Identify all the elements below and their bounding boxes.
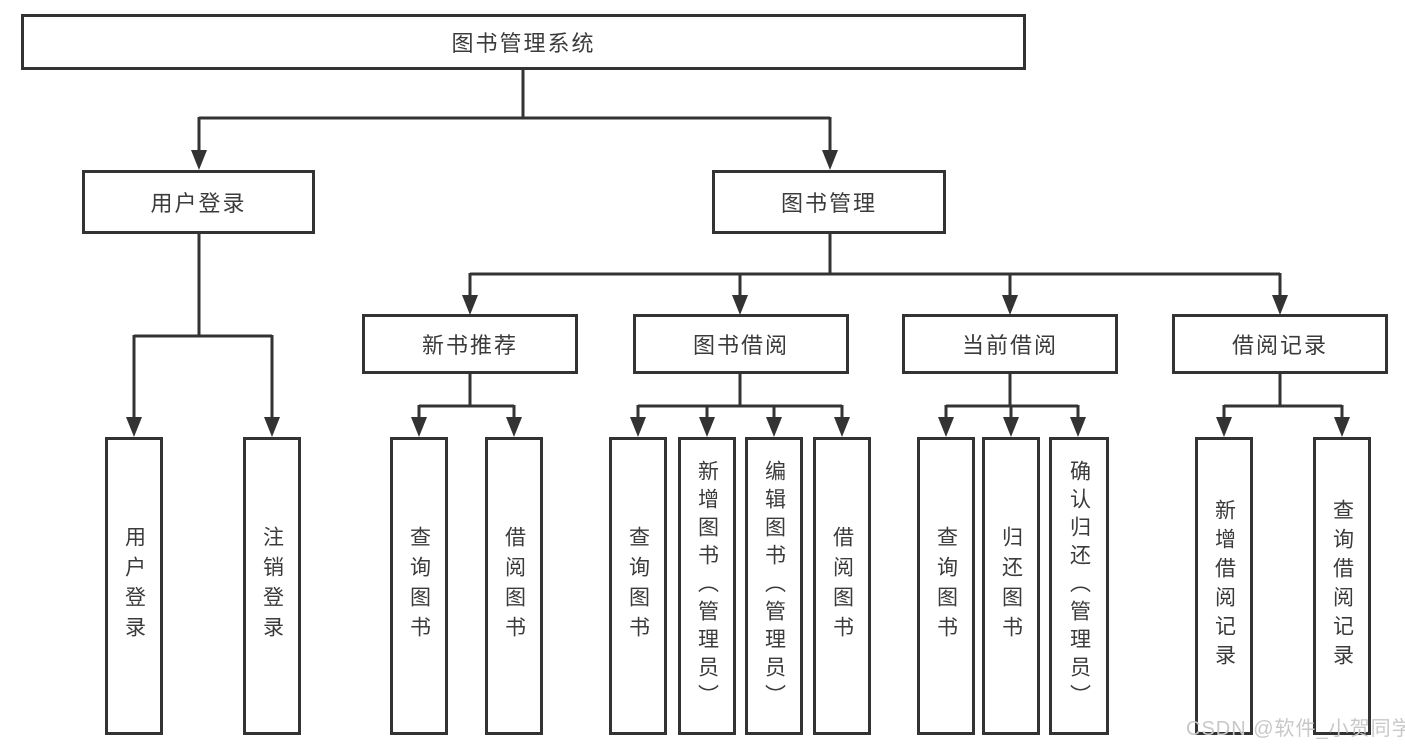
leaf-confirm-return-admin: 确认归还（管理员）: [1049, 437, 1109, 735]
leaf-label: 查询图书: [934, 526, 958, 646]
leaf-query-books: 查询图书: [917, 437, 975, 735]
leaf-label: 注销登录: [260, 526, 284, 646]
leaf-label: 新增借阅记录: [1212, 499, 1236, 673]
node-label: 图书借阅: [692, 333, 789, 358]
arrowheads: [126, 150, 1350, 437]
leaf-label: 借阅图书: [502, 526, 526, 646]
leaf-edit-books-admin: 编辑图书（管理员）: [745, 437, 803, 735]
node-label: 图书管理: [780, 191, 877, 216]
leaf-label: 查询图书: [626, 526, 650, 646]
node-label: 当前借阅: [961, 333, 1058, 358]
leaf-label: 归还图书: [999, 526, 1023, 646]
node-book-borrowing: 图书借阅: [633, 314, 849, 374]
node-user-login-branch: 用户登录: [82, 170, 315, 234]
leaf-logout: 注销登录: [243, 437, 301, 735]
leaf-add-borrow-record: 新增借阅记录: [1195, 437, 1253, 735]
leaf-query-borrow-record: 查询借阅记录: [1313, 437, 1371, 735]
leaf-borrow-books: 借阅图书: [485, 437, 543, 735]
node-book-management-branch: 图书管理: [712, 170, 946, 234]
node-label: 借阅记录: [1231, 333, 1328, 358]
node-new-book-recommendation: 新书推荐: [362, 314, 578, 374]
leaf-borrow-books: 借阅图书: [813, 437, 871, 735]
node-label: 用户登录: [150, 191, 247, 216]
leaf-label: 查询借阅记录: [1330, 499, 1354, 673]
leaf-query-books: 查询图书: [609, 437, 667, 735]
leaf-label: 用户登录: [122, 526, 146, 646]
node-current-borrowing: 当前借阅: [902, 314, 1118, 374]
leaf-add-books-admin: 新增图书（管理员）: [678, 437, 736, 735]
node-borrowing-records: 借阅记录: [1172, 314, 1388, 374]
leaf-label: 确认归还（管理员）: [1067, 460, 1091, 712]
leaf-label: 查询图书: [407, 526, 431, 646]
leaf-user-login: 用户登录: [105, 437, 163, 735]
leaf-label: 编辑图书（管理员）: [762, 460, 786, 712]
node-library-management-system: 图书管理系统: [21, 14, 1026, 70]
node-label: 新书推荐: [421, 333, 518, 358]
leaf-label: 借阅图书: [830, 526, 854, 646]
leaf-query-books: 查询图书: [390, 437, 448, 735]
node-label: 图书管理系统: [451, 31, 596, 56]
leaf-label: 新增图书（管理员）: [695, 460, 719, 712]
leaf-return-books: 归还图书: [982, 437, 1040, 735]
csdn-watermark: CSDN @软件_小贺同学: [1186, 718, 1405, 740]
